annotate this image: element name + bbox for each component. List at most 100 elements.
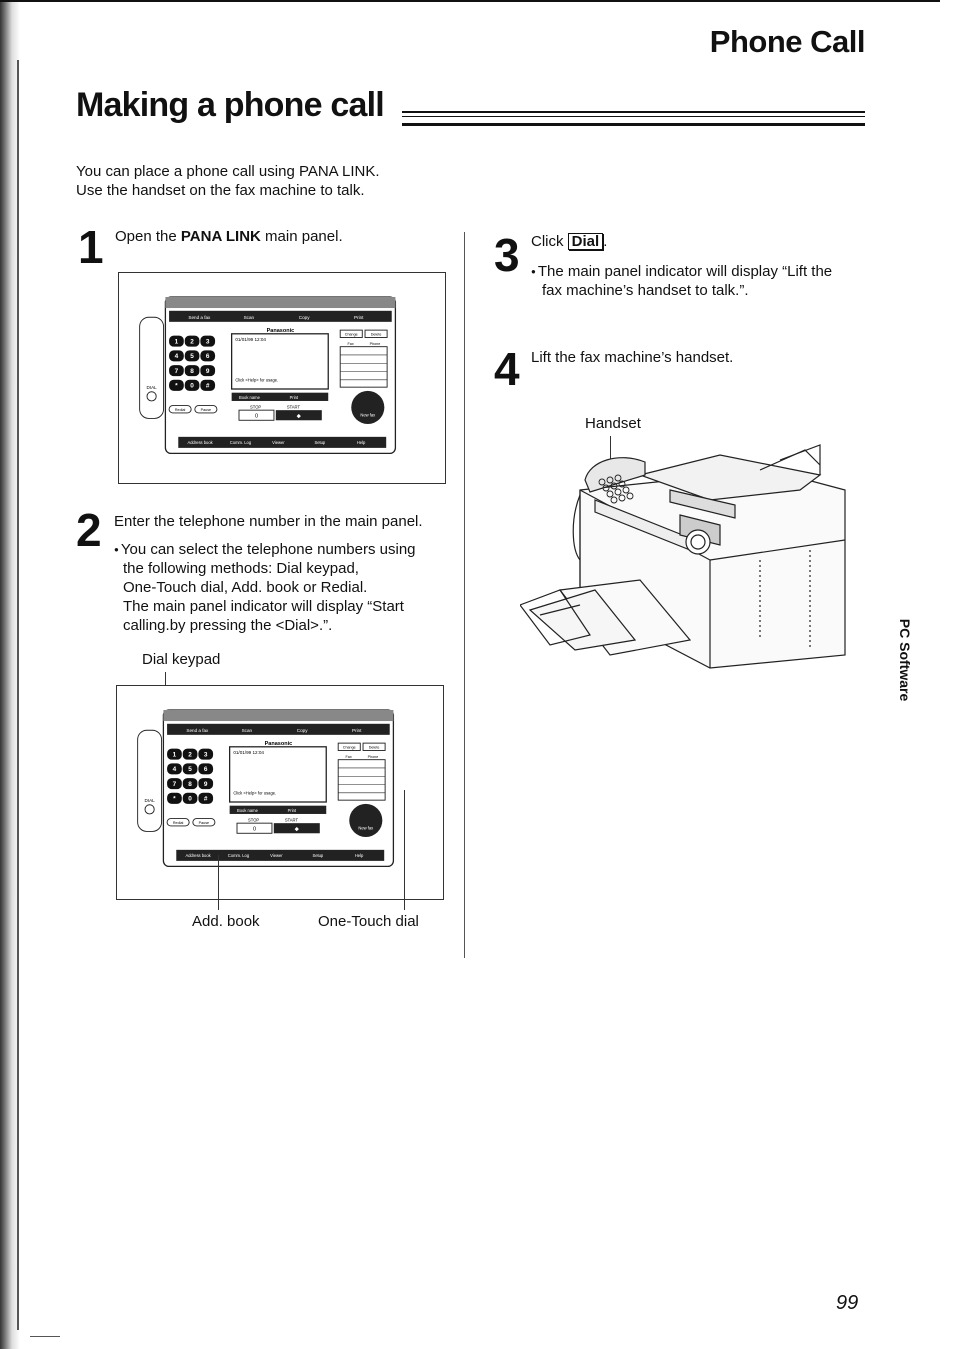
- panel-small-button: [168, 405, 192, 414]
- panel-list-button: [337, 742, 361, 751]
- panel-status-label: Print: [288, 808, 297, 813]
- panel-key: [184, 365, 200, 377]
- panel-key-label: *: [175, 383, 178, 390]
- dial-icon: [144, 804, 155, 815]
- intro-line: Use the handset on the fax machine to ta…: [76, 182, 365, 199]
- panel-bottom-tab: Help: [355, 853, 364, 858]
- panel-key-label: 8: [188, 781, 192, 788]
- panel-list: [339, 346, 388, 388]
- panel-tab-strip: [169, 310, 392, 322]
- dial-label: DIAL: [146, 385, 157, 390]
- step-2-bullet-line: You can select the telephone numbers usi…: [114, 540, 416, 559]
- panel-bottom-tab: Viewer: [272, 440, 285, 445]
- panel-bottom-tab: Address book: [185, 853, 211, 858]
- panel-titlebar: [163, 710, 394, 722]
- panel-key: [198, 748, 214, 760]
- step-2-bullet: You can select the telephone numbers usi…: [114, 540, 416, 635]
- panel-key: [167, 792, 182, 804]
- panel-list-tab: Phone: [370, 342, 381, 346]
- panel-small-button: [192, 818, 216, 827]
- panel-hint: Click <Help> for usage.: [233, 791, 276, 796]
- panel-key-label: 4: [173, 766, 177, 773]
- panel-status-label: Print: [290, 395, 299, 400]
- panel-key: [169, 379, 184, 391]
- panel-key-label: 1: [175, 338, 179, 345]
- panel-tab: Print: [354, 315, 364, 320]
- panel-tab: Copy: [299, 315, 310, 320]
- dial-label: DIAL: [144, 798, 155, 803]
- panel-brand: Panasonic: [267, 328, 295, 334]
- panel-key-label: 6: [204, 766, 208, 773]
- left-margin-line: [17, 60, 19, 1330]
- panel-key: [184, 379, 200, 391]
- fax-machine-drawing: [519, 444, 846, 669]
- step-2-bullet-line: The main panel indicator will display “S…: [123, 598, 404, 615]
- title-rules: [402, 111, 865, 126]
- panel-small-button: [166, 818, 190, 827]
- step-3-number: 3: [494, 229, 520, 281]
- step-2-bullet-line: calling.by pressing the <Dial>.”.: [123, 617, 333, 634]
- panel-small-button: [194, 405, 218, 414]
- panel-small-button-label: Redial: [173, 821, 184, 825]
- step-3-pre: Click: [531, 233, 568, 250]
- callout-dial-keypad: Dial keypad: [142, 651, 221, 668]
- panel-key: [184, 335, 200, 347]
- panel-stop-button: [238, 409, 275, 421]
- panel-display: [230, 333, 329, 390]
- leader-add-book: [218, 855, 219, 910]
- panel-key-label: 0: [190, 383, 194, 390]
- intro: You can place a phone call using PANA LI…: [76, 162, 380, 200]
- panel-key: [184, 350, 200, 362]
- step-3-bullet: The main panel indicator will display “L…: [531, 262, 832, 300]
- panel-small-button-label: Pause: [199, 821, 209, 825]
- step-1-post: main panel.: [260, 228, 343, 245]
- panel-round-button: [351, 390, 385, 424]
- panel-status-label: Book name: [239, 395, 261, 400]
- leader-handset: [610, 436, 611, 476]
- page-number: 99: [836, 1292, 859, 1314]
- panel-start-label: START: [287, 404, 301, 409]
- panel-key-label: 2: [190, 338, 194, 345]
- panel-key-label: 1: [173, 751, 177, 758]
- panel-tab: Send a fax: [188, 315, 211, 320]
- callout-handset: Handset: [585, 415, 641, 432]
- panel-key: [182, 792, 198, 804]
- panel-key-label: 7: [175, 368, 179, 375]
- panel-display: [228, 746, 327, 803]
- panel-list: [337, 759, 386, 801]
- panel-start-value: ◆: [295, 827, 300, 833]
- side-tab: PC Software: [895, 612, 915, 712]
- panel-datetime: 01/01/99 12:04: [235, 337, 266, 342]
- step-2-number: 2: [76, 504, 102, 556]
- panel-key-label: 0: [188, 796, 192, 803]
- panel-key: [198, 778, 214, 790]
- panel-list-button-label: Change: [343, 746, 356, 750]
- panel-tab: Scan: [244, 315, 255, 320]
- panel-key: [200, 350, 216, 362]
- panel-key: [200, 335, 216, 347]
- panel-key-label: 5: [188, 766, 192, 773]
- panel-bottom-tab: Setup: [314, 440, 325, 445]
- bottom-mark: [30, 1336, 60, 1337]
- panel-stop-button: [236, 822, 273, 834]
- panel-key-label: 3: [204, 751, 208, 758]
- panel-list-button: [364, 329, 388, 338]
- panel-bottom-tab: Setup: [312, 853, 323, 858]
- top-rule: [0, 0, 940, 2]
- panel-key-label: 4: [175, 353, 179, 360]
- panel-key-label: #: [206, 383, 210, 390]
- panel-list-tab: Fax: [348, 342, 354, 346]
- leader-one-touch: [404, 790, 405, 910]
- panel-stop-value: 0: [255, 414, 258, 420]
- panel-key-label: 9: [204, 781, 208, 788]
- binding-shadow: [0, 0, 20, 1349]
- panel-key-label: 3: [206, 338, 210, 345]
- panel-key-label: 6: [206, 353, 210, 360]
- panel-list-button: [339, 329, 363, 338]
- panel-list-button-label: Change: [345, 333, 358, 337]
